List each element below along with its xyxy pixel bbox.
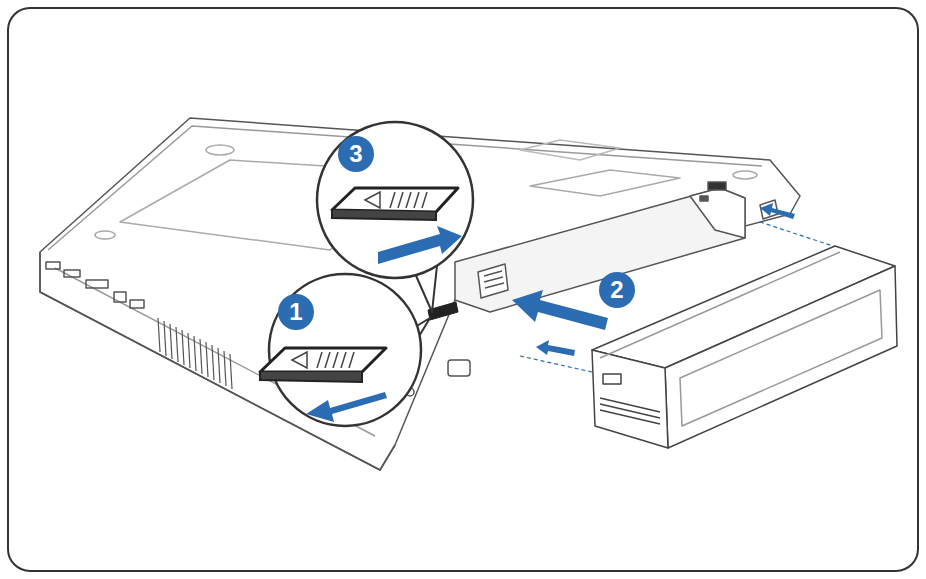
magnifier-unlock (260, 274, 430, 426)
callout-number: 3 (338, 136, 374, 172)
callout-number: 1 (278, 294, 314, 330)
callout-disc (599, 272, 635, 308)
insert-arrow (512, 203, 795, 356)
callout-number: 2 (599, 272, 635, 308)
frame (8, 8, 918, 571)
battery-pack (592, 246, 897, 448)
vent-grille (158, 318, 232, 389)
